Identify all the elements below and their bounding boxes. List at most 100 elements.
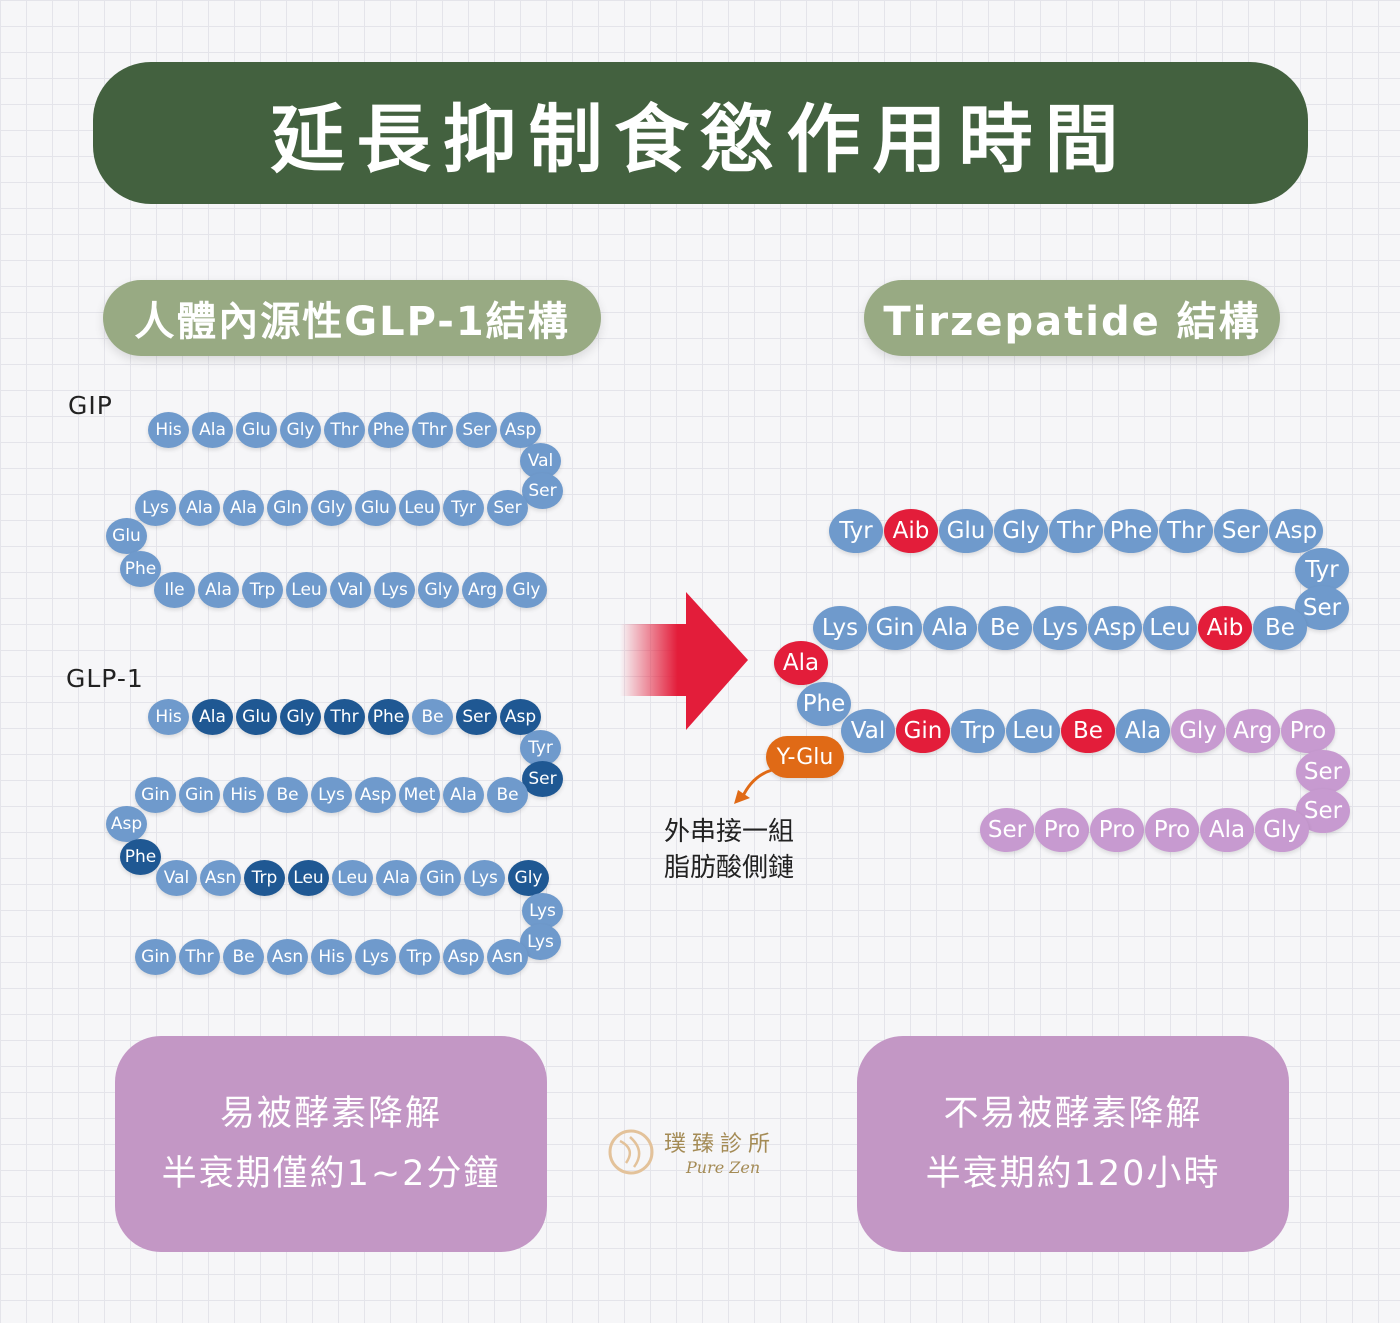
gip-residue: Phe	[120, 551, 161, 587]
tirzepatide-residue: Pro	[1145, 808, 1199, 852]
glp1-residue: Lys	[311, 777, 352, 813]
tirzepatide-residue: Ala	[1116, 709, 1170, 753]
glp1-residue: Ser	[522, 761, 563, 797]
glp1-residue: Asp	[443, 939, 484, 975]
gip-residue: Thr	[324, 412, 365, 448]
note-line: 半衰期約120小時	[925, 1154, 1221, 1194]
logo-name: 璞臻診所	[664, 1132, 777, 1157]
tirzepatide-residue: Gin	[868, 606, 922, 650]
clinic-logo: 璞臻診所 Pure Zen	[606, 1126, 776, 1177]
tirzepatide-residue: Pro	[1035, 808, 1089, 852]
gip-residue: Val	[520, 443, 561, 479]
gip-residue: Gly	[506, 572, 547, 608]
tirzepatide-residue: Gly	[994, 509, 1048, 553]
note-line: 不易被酵素降解	[943, 1094, 1203, 1134]
tirzepatide-residue: Gly	[1171, 709, 1225, 753]
annotation-line: 脂肪酸側鏈	[664, 853, 795, 883]
tirzepatide-residue: Glu	[939, 509, 993, 553]
gip-residue: Gly	[418, 572, 459, 608]
gip-residue: Glu	[106, 518, 147, 554]
side-chain-annotation: 外串接一組 脂肪酸側鏈	[664, 814, 794, 886]
glp1-residue: Ala	[376, 860, 417, 896]
gip-residue: His	[148, 412, 189, 448]
annotation-line: 外串接一組	[664, 817, 795, 847]
glp1-residue: Ala	[443, 777, 484, 813]
glp1-residue: Be	[487, 777, 528, 813]
tirzepatide-residue: Thr	[1049, 509, 1103, 553]
glp1-residue: Met	[399, 777, 440, 813]
tirzepatide-residue: Tyr	[1295, 548, 1349, 592]
tirzepatide-residue: Ala	[1200, 808, 1254, 852]
glp1-residue: Lys	[355, 939, 396, 975]
tirzepatide-residue: Aib	[884, 509, 938, 553]
glp1-residue: Thr	[179, 939, 220, 975]
glp1-residue: Trp	[399, 939, 440, 975]
glp1-residue: Asn	[267, 939, 308, 975]
tirzepatide-residue: Asp	[1269, 509, 1323, 553]
tirzepatide-residue: Gin	[896, 709, 950, 753]
glp1-residue: Phe	[120, 839, 161, 875]
logo-mark-icon	[608, 1129, 654, 1174]
glp1-residue: Gin	[135, 777, 176, 813]
tirzepatide-residue: Ser	[980, 808, 1034, 852]
gip-residue: Phe	[368, 412, 409, 448]
tirzepatide-residue: Pro	[1281, 709, 1335, 753]
fatty-acid-side-chain: Y-Glu	[766, 736, 844, 778]
gip-residue: Thr	[412, 412, 453, 448]
glp1-residue: Ala	[192, 699, 233, 735]
logo-en: Pure Zen	[686, 1158, 761, 1177]
tirzepatide-residue: Asp	[1088, 606, 1142, 650]
gip-residue: Asp	[500, 412, 541, 448]
gip-residue: Val	[330, 572, 371, 608]
gip-residue: Ala	[192, 412, 233, 448]
tirzepatide-residue: Aib	[1198, 606, 1252, 650]
tirzepatide-residue: Thr	[1159, 509, 1213, 553]
gip-residue: Ser	[522, 473, 563, 509]
tirzepatide-residue: Leu	[1143, 606, 1197, 650]
gip-label: GIP	[68, 391, 113, 420]
glp1-residue: Glu	[236, 699, 277, 735]
tirzepatide-residue: Gly	[1255, 808, 1309, 852]
glp1-label: GLP-1	[66, 664, 144, 693]
glp1-residue: Trp	[244, 860, 285, 896]
glp1-residue: Phe	[368, 699, 409, 735]
glp1-residue: Asp	[500, 699, 541, 735]
glp1-residue: Asp	[355, 777, 396, 813]
gip-residue: Leu	[399, 490, 440, 526]
tirzepatide-residue: Ser	[1296, 750, 1350, 794]
tirzepatide-residue: Phe	[1104, 509, 1158, 553]
tirzepatide-residue: Pro	[1090, 808, 1144, 852]
tirzepatide-residue: Be	[978, 606, 1032, 650]
tirzepatide-residue: Phe	[797, 682, 851, 726]
glp1-residue: His	[223, 777, 264, 813]
gip-residue: Gly	[311, 490, 352, 526]
glp1-residue: Be	[267, 777, 308, 813]
gip-residue: Gln	[267, 490, 308, 526]
glp1-residue: Gly	[508, 860, 549, 896]
glp1-residue: Asn	[487, 939, 528, 975]
side-chain-pointer-icon	[734, 768, 773, 804]
tirzepatide-residue: Ala	[774, 641, 828, 685]
tirzepatide-residue: Val	[841, 709, 895, 753]
glp1-residue: His	[148, 699, 189, 735]
gip-residue: Ala	[179, 490, 220, 526]
gip-residue: Leu	[286, 572, 327, 608]
tirzepatide-residue: Trp	[951, 709, 1005, 753]
note-line: 半衰期僅約1~2分鐘	[161, 1154, 501, 1194]
glp1-residue: Gin	[179, 777, 220, 813]
glp1-residue: Thr	[324, 699, 365, 735]
gip-residue: Ser	[456, 412, 497, 448]
note-tirzepatide: 不易被酵素降解 半衰期約120小時	[857, 1036, 1289, 1252]
note-endogenous: 易被酵素降解 半衰期僅約1~2分鐘	[115, 1036, 547, 1252]
glp1-residue: Asn	[200, 860, 241, 896]
glp1-residue: Lys	[522, 893, 563, 929]
glp1-residue: Gly	[280, 699, 321, 735]
glp1-residue: His	[311, 939, 352, 975]
note-line: 易被酵素降解	[219, 1094, 442, 1134]
glp1-residue: Be	[412, 699, 453, 735]
tirzepatide-residue: Lys	[1033, 606, 1087, 650]
gip-residue: Glu	[236, 412, 277, 448]
tirzepatide-residue: Lys	[813, 606, 867, 650]
heading-tirzepatide: Tirzepatide 結構	[864, 280, 1280, 356]
glp1-residue: Be	[223, 939, 264, 975]
